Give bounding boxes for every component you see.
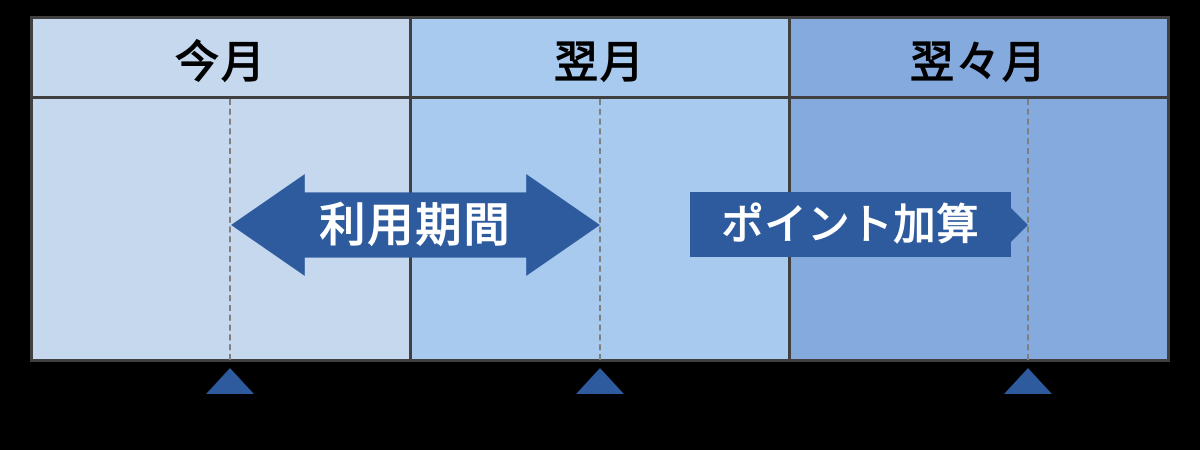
column-header-next-month: 翌月 bbox=[412, 19, 788, 99]
dashed-date-line-1 bbox=[229, 99, 231, 360]
dashed-date-line-3 bbox=[1027, 99, 1029, 360]
date-marker-triangle-icon-3 bbox=[1004, 368, 1052, 394]
points-added-label: ポイント加算 bbox=[721, 200, 980, 248]
date-marker-triangle-icon-1 bbox=[206, 368, 254, 394]
column-this-month: 今月 bbox=[33, 19, 409, 359]
date-marker-triangle-icon-2 bbox=[576, 368, 624, 394]
column-header-month-after-next: 翌々月 bbox=[791, 19, 1167, 99]
points-added-callout: ポイント加算 bbox=[690, 192, 1011, 257]
usage-period-label: 利用期間 bbox=[319, 199, 512, 251]
points-added-callout-arrow-icon bbox=[1011, 208, 1028, 242]
column-header-this-month: 今月 bbox=[33, 19, 409, 99]
dashed-date-line-2 bbox=[599, 99, 601, 360]
column-month-after-next: 翌々月 bbox=[788, 19, 1167, 359]
